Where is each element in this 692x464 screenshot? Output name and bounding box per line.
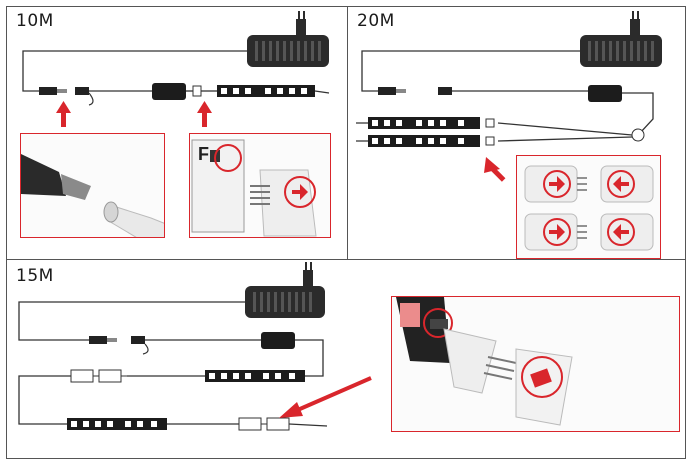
red-arrow-icon [484,157,506,182]
dc-connector-photo [20,133,165,238]
controller-box-icon [152,83,217,100]
panel-10m-label: 10M [16,11,54,31]
dc-plug-icon [378,87,406,95]
panel-20m: 20M [347,6,686,260]
strip-connector-photo: F [189,133,331,238]
dc-plug-icon [39,87,67,95]
wiring-diagram-20m [356,11,662,182]
wiring-diagram-15m [18,262,372,431]
led-strip-icon [205,370,305,382]
panel-15m-label: 15M [16,266,54,286]
controller-box-icon [261,332,324,377]
power-adapter-icon [247,11,329,67]
controller-box-icon [588,85,654,134]
power-adapter-icon [245,262,325,318]
dc-plug-icon [89,336,117,344]
wiring-diagram-10m [22,11,330,127]
panel-15m: 15M [6,259,686,459]
red-arrow-icon [56,101,212,127]
splitter-icon [485,118,645,146]
dc-jack-icon [438,87,588,95]
led-strip-icon [67,418,167,430]
dc-jack-icon [131,336,261,355]
dc-jack-icon [75,87,152,106]
led-strip-icon [217,85,330,97]
red-arrow-icon [279,376,372,418]
strip-end-closeup-photo [391,296,680,432]
power-adapter-icon [580,11,662,67]
panel-10m: 10M [6,6,348,260]
inline-connector-icon [70,369,127,383]
svg-text:F: F [198,144,209,164]
led-strip-icon [356,117,480,147]
splitter-connectors-photo [516,155,661,259]
inline-connector-icon [238,417,328,431]
panel-20m-label: 20M [357,11,395,31]
